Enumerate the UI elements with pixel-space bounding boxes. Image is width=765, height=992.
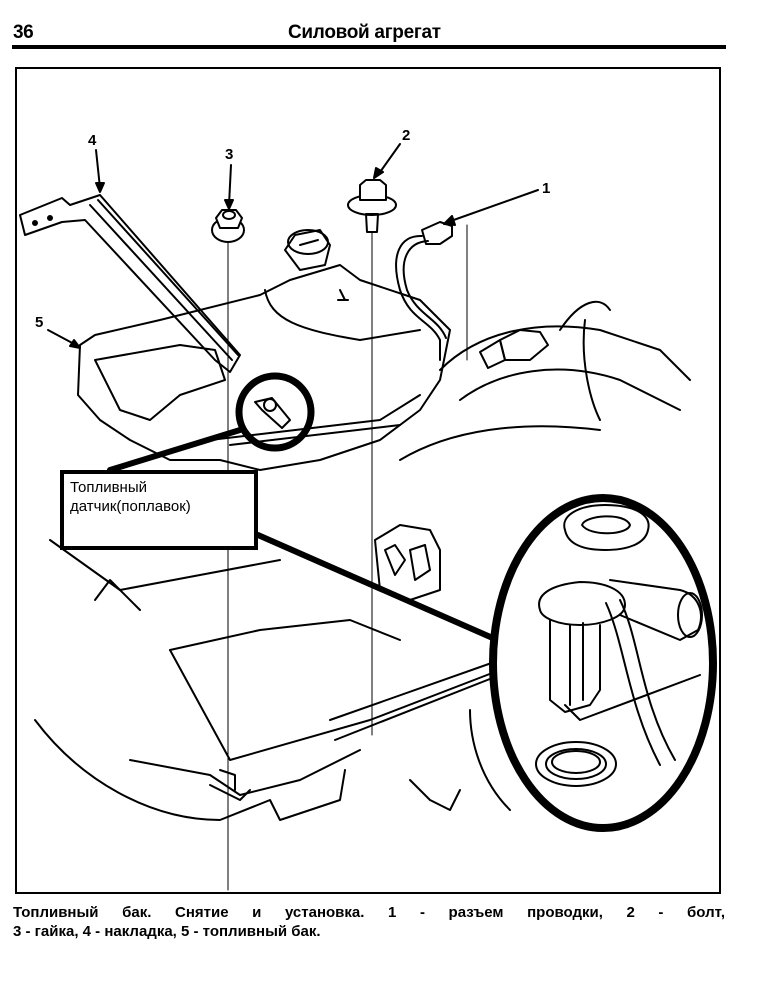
part-label-1: 1 xyxy=(542,180,551,197)
part-label-4: 4 xyxy=(88,132,97,149)
fuel-pump-detail-ellipse xyxy=(489,494,717,832)
fuel-sender-callout: Топливный датчик(поплавок) xyxy=(60,470,258,550)
caption-line-1: Топливный бак. Снятие и установка. 1 - р… xyxy=(13,904,725,921)
caption-line-2: 3 - гайка, 4 - накладка, 5 - топливный б… xyxy=(13,923,321,940)
part-label-5: 5 xyxy=(35,314,44,331)
bolt xyxy=(347,179,397,736)
label-leaders xyxy=(47,143,539,349)
nut xyxy=(211,209,245,891)
callout-leader-line xyxy=(255,532,523,653)
fuel-tank xyxy=(77,229,451,471)
part-label-2: 2 xyxy=(402,127,411,144)
header-rule xyxy=(12,45,726,49)
fuel-sender-highlight-circle xyxy=(107,372,315,473)
section-title: Силовой агрегат xyxy=(288,22,441,43)
figure-caption: Топливный бак. Снятие и установка. 1 - р… xyxy=(13,903,725,941)
page-number: 36 xyxy=(13,22,34,43)
body-floor-structure xyxy=(34,300,691,821)
tank-strap-bracket xyxy=(19,194,241,373)
part-label-3: 3 xyxy=(225,146,234,163)
callout-line-1: Топливный xyxy=(70,479,147,496)
wiring-connector xyxy=(395,221,468,361)
figure-frame xyxy=(15,67,721,894)
callout-line-2: датчик(поплавок) xyxy=(70,498,191,515)
